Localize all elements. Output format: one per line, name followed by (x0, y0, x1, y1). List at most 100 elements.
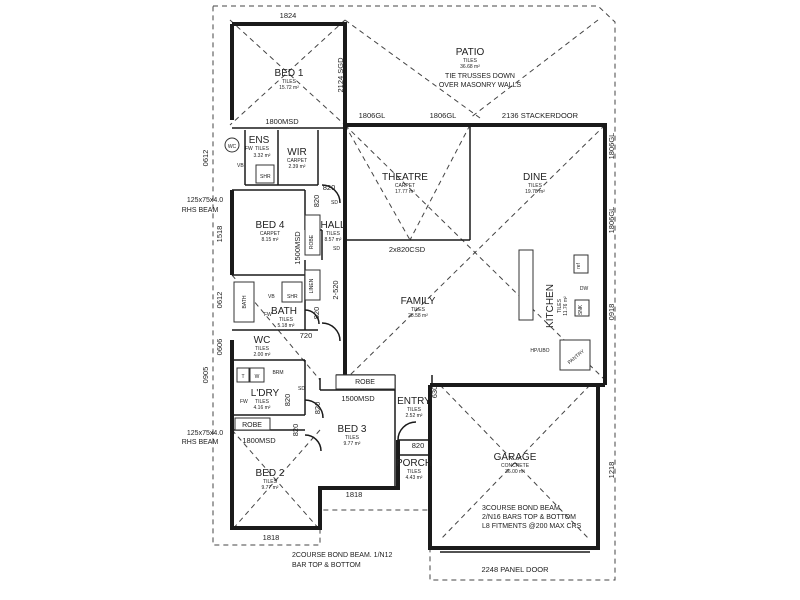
dim-0905: 0905 (201, 367, 210, 384)
family-finish: TILES (411, 307, 426, 313)
bed2-area: 9.77 m² (262, 485, 279, 491)
fw2-label: FW (264, 312, 272, 318)
garage-finish: CONCRETE (501, 463, 530, 469)
robe-bed2-label: ROBE (242, 422, 262, 429)
bed4-area: 8.15 m² (262, 237, 279, 243)
dim-720: 720 (300, 331, 313, 340)
dine-area: 19.78 m² (525, 189, 545, 195)
dim-msd-bed1: 1800MSD (265, 117, 299, 126)
wir-finish: CARPET (287, 158, 307, 164)
bath-label: BATH (271, 306, 297, 317)
fixtures (224, 137, 591, 431)
linen-label: LINEN (309, 278, 315, 293)
wc-area: 2.00 m² (254, 352, 271, 358)
dim-msd-robe4: 1500MSD (293, 231, 302, 265)
bed2-finish: TILES (263, 479, 278, 485)
theatre-area: 17.77 m² (395, 189, 415, 195)
bed4-label: BED 4 (256, 220, 285, 231)
patio-finish: TILES (463, 58, 478, 64)
vb-label: VB (237, 163, 244, 169)
roof-hips (229, 19, 606, 541)
ens-label: ENS (249, 135, 270, 146)
dim-820f: 820 (313, 402, 322, 415)
dim-csd: 2x820CSD (389, 245, 426, 254)
dw-label: DW (580, 286, 589, 292)
kitchen-area: 11.76 m² (563, 296, 569, 316)
beam-bot-2: RHS BEAM (182, 439, 219, 446)
brm-label: BRM (272, 370, 283, 376)
hp-ubo-label: HP/UBO (530, 348, 549, 354)
theatre-label: THEATRE (382, 172, 428, 183)
bed1-finish: TILES (282, 79, 297, 85)
bath-shower (281, 281, 303, 303)
dim-820c: 820 (312, 307, 321, 320)
dim-820d: 820 (283, 394, 292, 407)
dim-msd-bed2: 1800MSD (242, 436, 276, 445)
robe-bed3-label: ROBE (355, 379, 375, 386)
patio-note-2: OVER MASONRY WALLS (439, 82, 522, 89)
kitchen-label: KITCHEN (545, 284, 556, 328)
fw3-label: FW (240, 399, 248, 405)
snk-label: SNK (578, 304, 584, 315)
wc-label: WC (254, 335, 271, 346)
dim-0612b: 0612 (215, 292, 224, 309)
dim-1218: 1218 (607, 462, 616, 479)
patio-note-1: TIE TRUSSES DOWN (445, 73, 515, 80)
dim-0612a: 0612 (201, 150, 210, 167)
entry-label: ENTRY (397, 396, 431, 407)
garage-note-1: 3COURSE BOND BEAM. (482, 505, 562, 512)
bath-finish: TILES (279, 317, 294, 323)
dim-gl2: 1806GL (430, 111, 457, 120)
bottom-note-1: 2COURSE BOND BEAM. 1/N12 (292, 552, 392, 559)
porch-label: PORCH (396, 458, 432, 469)
wc-finish: TILES (255, 346, 270, 352)
bed1-label: BED 1 (275, 68, 304, 79)
shr-label: SHR (260, 174, 271, 180)
dim-stacker: 2136 STACKERDOOR (502, 111, 579, 120)
pantry (559, 339, 591, 371)
hall-area: 8.57 m² (325, 237, 342, 243)
ens-toilet-icon (224, 137, 240, 153)
robe-hall (304, 214, 321, 256)
dim-gl1: 1806GL (359, 111, 386, 120)
porch-area: 4.43 m² (406, 475, 423, 481)
garage-area: 36.00 m² (505, 469, 525, 475)
shr2-label: SHR (287, 294, 298, 300)
garage-note-2: 2/N16 BARS TOP & BOTTOM (482, 514, 576, 521)
ens-finish: TILES (255, 146, 270, 152)
dine-finish: TILES (528, 183, 543, 189)
dim-630: 630 (430, 386, 439, 399)
washing-machine (249, 367, 265, 383)
dim-sgd: 2124 SGD (336, 57, 345, 93)
patio-area: 36.68 m² (460, 64, 480, 70)
theatre-finish: CARPET (395, 183, 415, 189)
washing-machine-label: W (255, 374, 260, 380)
dim-0606: 0606 (215, 339, 224, 356)
hall-finish: TILES (326, 231, 341, 237)
dim-0918: 0918 (607, 304, 616, 321)
sd-label: SD (331, 200, 338, 206)
wc-pan-label: WC (228, 144, 237, 150)
kitchen-finish: TILES (557, 298, 563, 313)
room-labels: PATIO TILES 36.68 m² TIE TRUSSES DOWN OV… (249, 47, 569, 491)
porch-finish: TILES (407, 469, 422, 475)
dim-gl-right2: 1806GL (607, 207, 616, 234)
external-walls (230, 22, 607, 550)
robe-bed2 (234, 417, 271, 431)
vb2-label: VB (268, 294, 275, 300)
beam-bot-1: 125x75x4.0 (187, 430, 223, 437)
roof-outline (212, 5, 616, 581)
bath-tub (233, 281, 255, 323)
family-label: FAMILY (401, 296, 436, 307)
dim-820b: 820 (312, 195, 321, 208)
entry-finish: TILES (407, 407, 422, 413)
family-area: 28.58 m² (408, 313, 428, 319)
sd2-label: SD (333, 246, 340, 252)
ldry-label: L'DRY (251, 388, 280, 399)
notes: 125x75x4.0 RHS BEAM 125x75x4.0 RHS BEAM … (182, 197, 582, 569)
robe-bed3 (335, 374, 396, 390)
kitchen-island (518, 249, 534, 321)
hall-label: HALL (320, 220, 345, 231)
beam-top-1: 125x75x4.0 (187, 197, 223, 204)
